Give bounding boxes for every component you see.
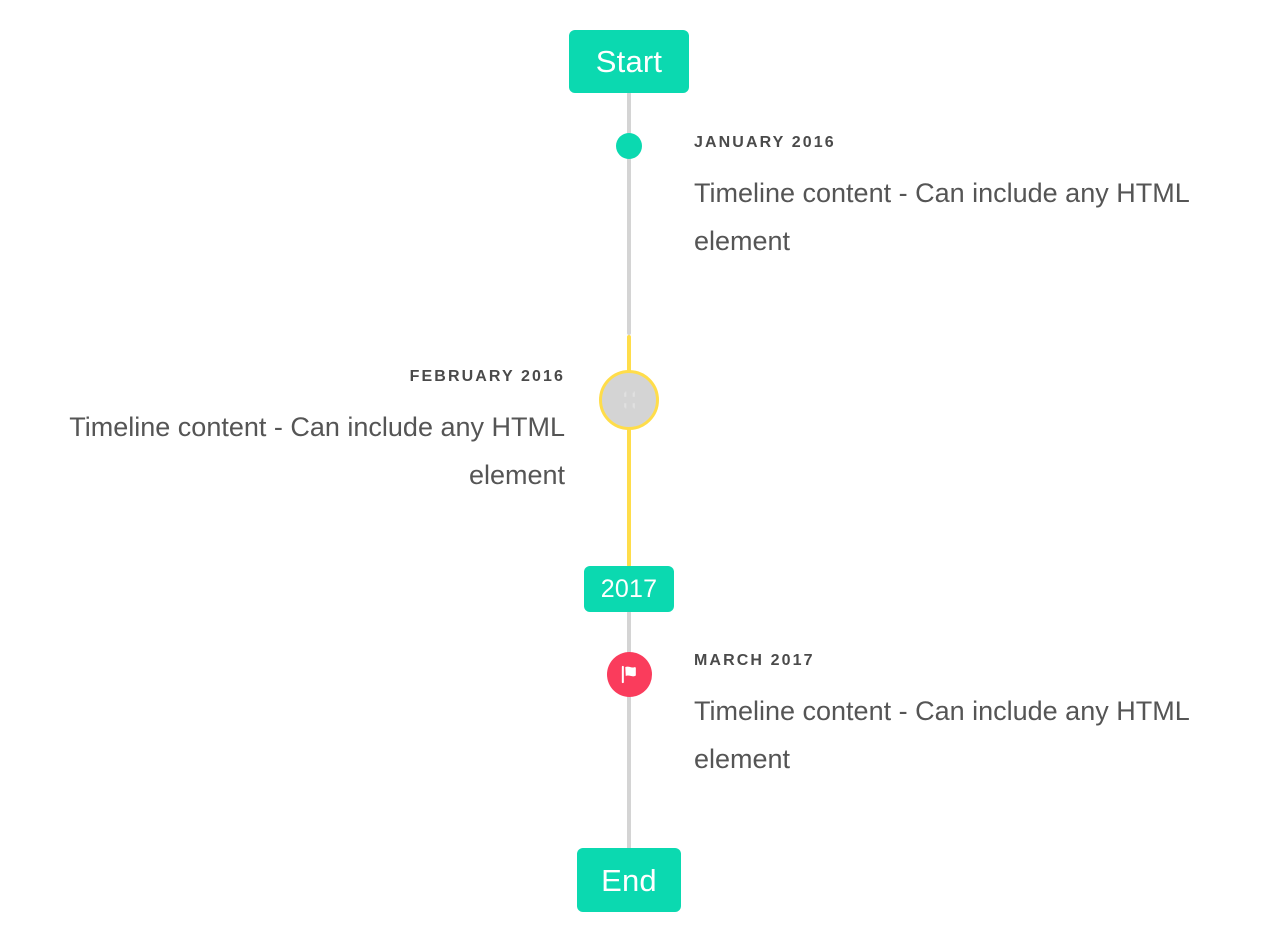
timeline-marker-february[interactable] [599,370,659,430]
timeline-start-badge[interactable]: Start [569,30,689,93]
timeline-entry-body: Timeline content - Can include any HTML … [69,412,565,491]
timeline-entry-february: FEBRUARY 2016 Timeline content - Can inc… [40,367,565,499]
timeline-marker-march[interactable] [607,652,652,697]
flag-icon [621,665,636,684]
broken-image-icon [623,391,635,409]
timeline-rail-highlighted [627,335,631,567]
timeline-entry-label: MARCH 2017 [694,652,815,669]
timeline-rail-lower [627,611,631,851]
timeline-marker-january[interactable] [616,133,642,159]
timeline-entry-body: Timeline content - Can include any HTML … [694,696,1189,775]
timeline-entry-january: JANUARY 2016 Timeline content - Can incl… [694,133,1224,265]
timeline-entry-label: FEBRUARY 2016 [409,368,565,385]
timeline-entry-body: Timeline content - Can include any HTML … [694,178,1189,257]
timeline-end-badge[interactable]: End [577,848,681,912]
timeline-entry-label: JANUARY 2016 [694,134,836,151]
timeline-year-badge[interactable]: 2017 [584,566,674,612]
timeline-entry-march: MARCH 2017 Timeline content - Can includ… [694,651,1224,783]
timeline-rail-upper [627,92,631,335]
